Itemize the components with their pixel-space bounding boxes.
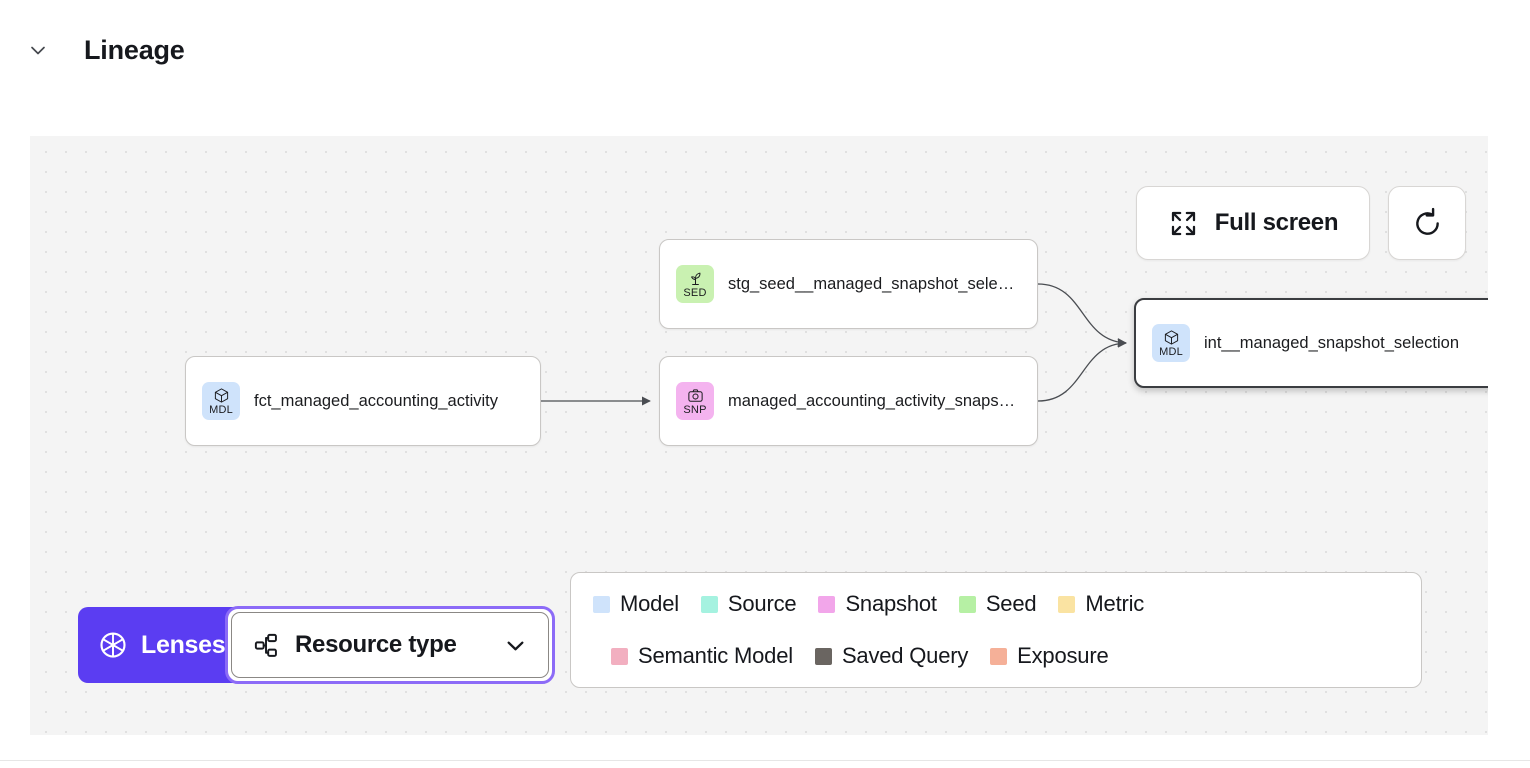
chevron-down-icon[interactable] bbox=[503, 633, 528, 658]
legend-label: Metric bbox=[1085, 591, 1145, 616]
legend-swatch bbox=[818, 595, 836, 613]
legend-swatch bbox=[1058, 595, 1076, 613]
refresh-icon bbox=[1411, 207, 1444, 240]
lineage-node-fct-managed-accounting-activity[interactable]: MDL fct_managed_accounting_activity bbox=[185, 356, 541, 446]
node-label: int__managed_snapshot_selection bbox=[1204, 333, 1460, 352]
resource-type-dropdown[interactable]: Resource type bbox=[231, 612, 549, 678]
node-type-code: MDL bbox=[209, 403, 233, 416]
lineage-toolbar: Full screen bbox=[1136, 186, 1466, 260]
node-label: fct_managed_accounting_activity bbox=[254, 391, 498, 410]
legend-label: Seed bbox=[985, 591, 1037, 616]
legend-item-model: Model bbox=[593, 591, 679, 617]
node-type-code: SNP bbox=[683, 403, 707, 416]
legend-label: Saved Query bbox=[841, 643, 969, 668]
hierarchy-icon bbox=[252, 631, 281, 660]
lenses-label: Lenses bbox=[141, 630, 226, 659]
legend-label: Semantic Model bbox=[638, 643, 793, 668]
resource-type-label: Resource type bbox=[295, 631, 457, 658]
legend-item-exposure: Exposure bbox=[990, 643, 1109, 669]
legend-item-snapshot: Snapshot bbox=[818, 591, 937, 617]
legend-swatch bbox=[958, 595, 976, 613]
lineage-legend: Model Source Snapshot Seed Metric S bbox=[570, 572, 1422, 688]
expand-icon bbox=[1168, 208, 1199, 239]
sprout-icon: SED bbox=[676, 265, 714, 303]
legend-swatch bbox=[990, 647, 1008, 665]
legend-row-secondary: Semantic Model Saved Query Exposure bbox=[593, 641, 1399, 671]
page-divider bbox=[0, 760, 1530, 761]
legend-item-saved-query: Saved Query bbox=[814, 643, 969, 669]
page-title: Lineage bbox=[84, 34, 185, 65]
chevron-down-icon[interactable] bbox=[24, 36, 52, 64]
node-type-code: MDL bbox=[1159, 345, 1183, 358]
node-type-code: SED bbox=[683, 286, 707, 299]
legend-item-metric: Metric bbox=[1058, 591, 1144, 617]
lineage-section-header: Lineage bbox=[0, 0, 1530, 100]
full-screen-label: Full screen bbox=[1214, 209, 1339, 236]
lineage-canvas[interactable]: MDL fct_managed_accounting_activity SED … bbox=[30, 136, 1488, 735]
legend-swatch bbox=[700, 595, 718, 613]
node-label: managed_accounting_activity_snapshot bbox=[728, 391, 1021, 410]
lineage-node-stg-seed-managed-snapshot-selection[interactable]: SED stg_seed__managed_snapshot_selecti..… bbox=[659, 239, 1038, 329]
refresh-button[interactable] bbox=[1388, 186, 1466, 260]
full-screen-button[interactable]: Full screen bbox=[1136, 186, 1370, 260]
camera-icon: SNP bbox=[676, 382, 714, 420]
legend-swatch bbox=[593, 595, 610, 613]
cube-icon: MDL bbox=[1152, 324, 1190, 362]
resource-type-focus-ring: Resource type bbox=[225, 606, 555, 684]
legend-item-semantic-model: Semantic Model bbox=[611, 643, 793, 669]
legend-label: Model bbox=[620, 591, 679, 616]
legend-swatch bbox=[814, 647, 832, 665]
legend-item-source: Source bbox=[700, 591, 797, 617]
legend-item-seed: Seed bbox=[958, 591, 1037, 617]
legend-label: Source bbox=[727, 591, 797, 616]
cube-icon: MDL bbox=[202, 382, 240, 420]
aperture-icon bbox=[98, 630, 128, 660]
legend-swatch bbox=[611, 647, 628, 665]
legend-row-primary: Model Source Snapshot Seed Metric bbox=[593, 589, 1399, 619]
node-label: stg_seed__managed_snapshot_selecti... bbox=[728, 274, 1021, 293]
legend-label: Exposure bbox=[1017, 643, 1109, 668]
legend-label: Snapshot bbox=[845, 591, 937, 616]
lineage-node-int-managed-snapshot-selection[interactable]: MDL int__managed_snapshot_selection bbox=[1134, 298, 1488, 388]
lenses-button[interactable]: Lenses bbox=[78, 607, 248, 683]
lineage-node-managed-accounting-activity-snapshot[interactable]: SNP managed_accounting_activity_snapshot bbox=[659, 356, 1038, 446]
